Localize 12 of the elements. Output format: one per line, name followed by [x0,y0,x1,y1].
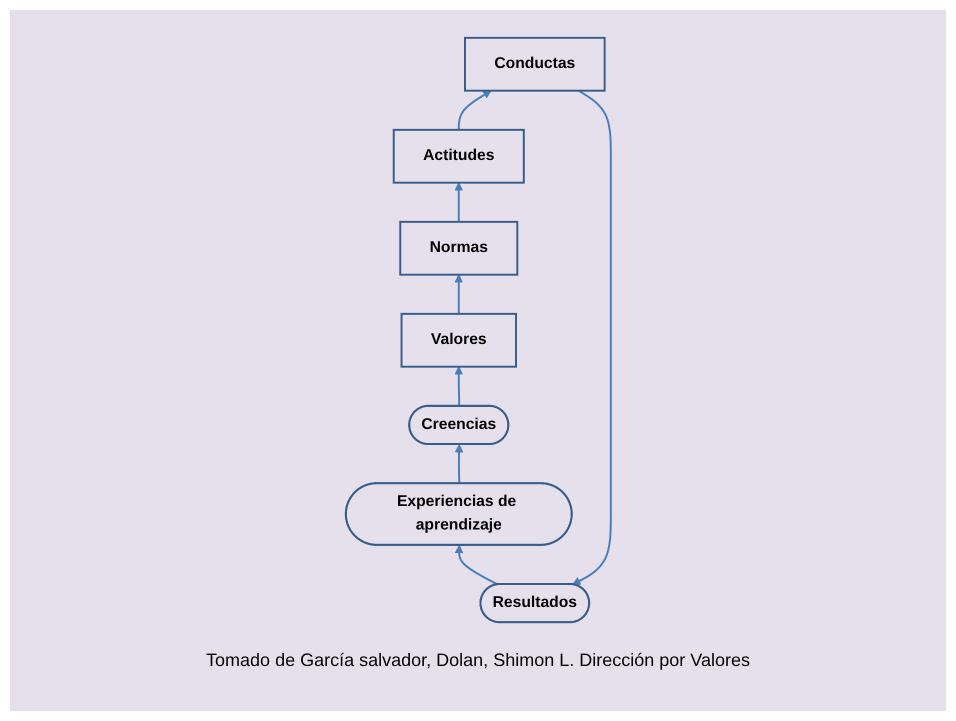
arrow [572,90,612,585]
arrow [454,182,463,222]
node-box: Conductas [464,36,606,92]
node-box: Valores [400,312,517,368]
arrow [454,444,463,484]
node-box: Normas [398,220,518,276]
arrow [454,544,498,586]
arrow [454,274,463,314]
arrow [457,90,492,130]
arrow [454,366,463,406]
node-box: Actitudes [392,128,524,184]
caption: Tomado de García salvador, Dolan, Shimon L. Dirección por Valores [206,650,750,670]
